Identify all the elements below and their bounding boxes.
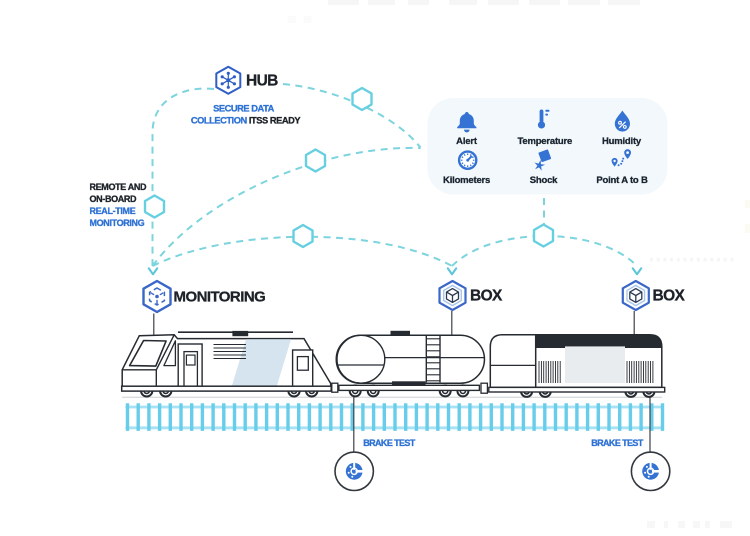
svg-text:MONITORING: MONITORING <box>90 218 145 228</box>
svg-text:Temperature: Temperature <box>517 136 572 147</box>
svg-text:Kilometers: Kilometers <box>443 175 490 186</box>
svg-text:Shock: Shock <box>530 175 558 186</box>
svg-text:Alert: Alert <box>456 136 478 147</box>
svg-text:BOX: BOX <box>653 288 686 305</box>
svg-text:SECURE DATA: SECURE DATA <box>213 104 275 114</box>
svg-text:BRAKE TEST: BRAKE TEST <box>591 438 644 448</box>
svg-text:MONITORING: MONITORING <box>174 289 266 306</box>
svg-text:REAL-TIME: REAL-TIME <box>90 206 136 216</box>
svg-text:Humidity: Humidity <box>602 136 642 147</box>
svg-text:REMOTE AND: REMOTE AND <box>90 182 148 192</box>
svg-text:BRAKE TEST: BRAKE TEST <box>363 438 416 448</box>
svg-text:HUB: HUB <box>246 73 278 90</box>
svg-text:Point A to B: Point A to B <box>596 175 648 186</box>
svg-text:BOX: BOX <box>470 288 503 305</box>
svg-text:ON-BOARD: ON-BOARD <box>90 194 138 204</box>
svg-text:COLLECTION ITSS READY: COLLECTION ITSS READY <box>191 115 302 125</box>
